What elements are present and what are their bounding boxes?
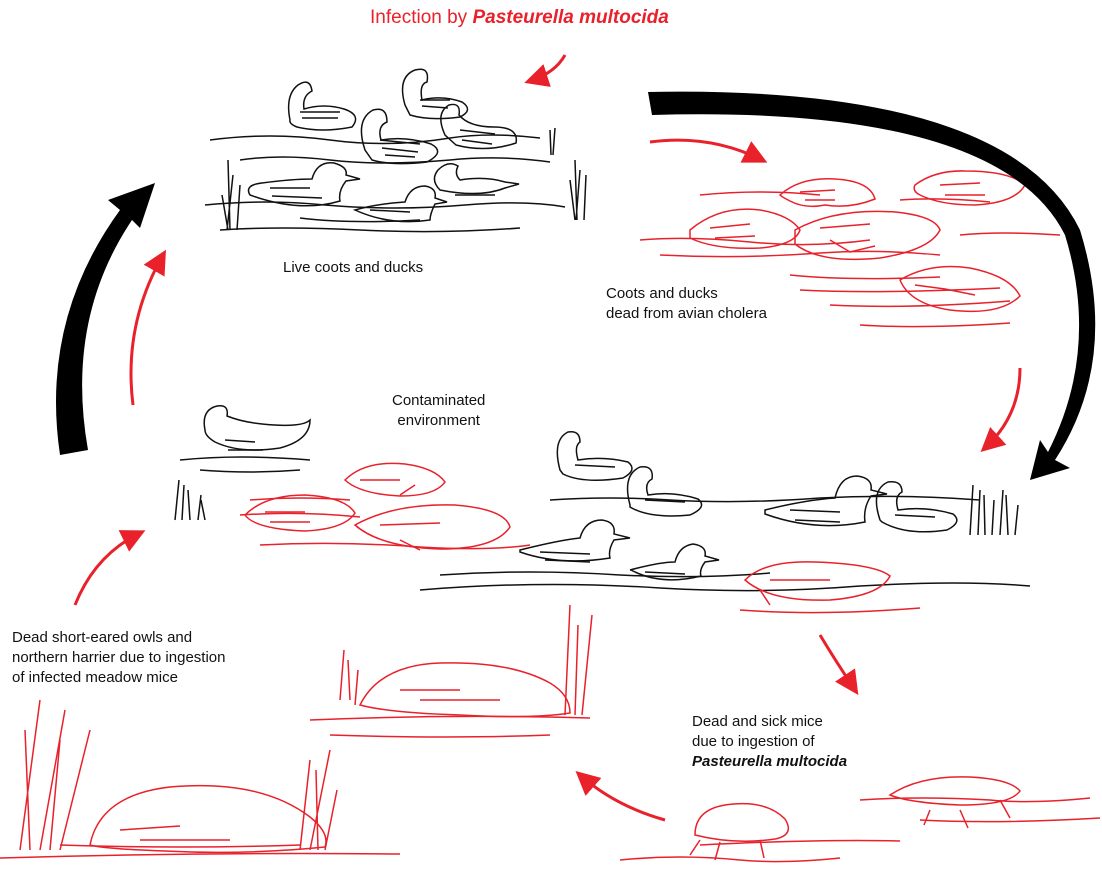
dead-raptors-label: Dead short-eared owls and northern harri… xyxy=(12,628,225,688)
dead-birds-label-line: Coots and ducks xyxy=(606,284,767,304)
environment-label-line: Contaminated xyxy=(392,391,485,411)
dead-raptors-label-line: Dead short-eared owls and xyxy=(12,628,225,648)
dead-birds-label-line: dead from avian cholera xyxy=(606,304,767,324)
mice-label-organism: Pasteurella multocida xyxy=(692,752,847,772)
dead-owl-bottom xyxy=(0,700,400,858)
red-arrow-owl-to-env xyxy=(75,533,140,605)
mice-label: Dead and sick mice due to ingestion of P… xyxy=(692,712,847,772)
live-birds-scene xyxy=(205,69,586,231)
dead-raptors-label-line: northern harrier due to ingestion xyxy=(12,648,225,668)
red-arrow-env-to-live xyxy=(131,255,163,405)
environment-label-line: environment xyxy=(392,411,485,431)
live-birds-label: Live coots and ducks xyxy=(283,258,423,278)
mice-scene xyxy=(620,777,1100,862)
dead-birds-label: Coots and ducks dead from avian cholera xyxy=(606,284,767,324)
title-prefix: Infection by xyxy=(370,7,467,28)
dead-raptor-mid xyxy=(310,605,592,737)
red-arrow-to-mice xyxy=(820,635,855,690)
red-arrow-to-dead-birds xyxy=(650,140,762,160)
environment-label: Contaminated environment xyxy=(392,391,485,431)
red-arrow-infection xyxy=(530,55,565,81)
title-organism: Pasteurella multocida xyxy=(472,7,668,28)
red-arrow-to-environment xyxy=(985,368,1020,448)
cycle-arrow-left-up xyxy=(56,183,155,455)
diagram-title: Infection by Pasteurella multocida xyxy=(370,6,669,30)
dead-raptors-label-line: of infected meadow mice xyxy=(12,668,225,688)
red-arrow-mice-to-raptor xyxy=(580,775,665,820)
red-transmission-arrows xyxy=(75,55,1020,820)
mice-label-line: Dead and sick mice xyxy=(692,712,847,732)
mice-label-line: due to ingestion of xyxy=(692,732,847,752)
